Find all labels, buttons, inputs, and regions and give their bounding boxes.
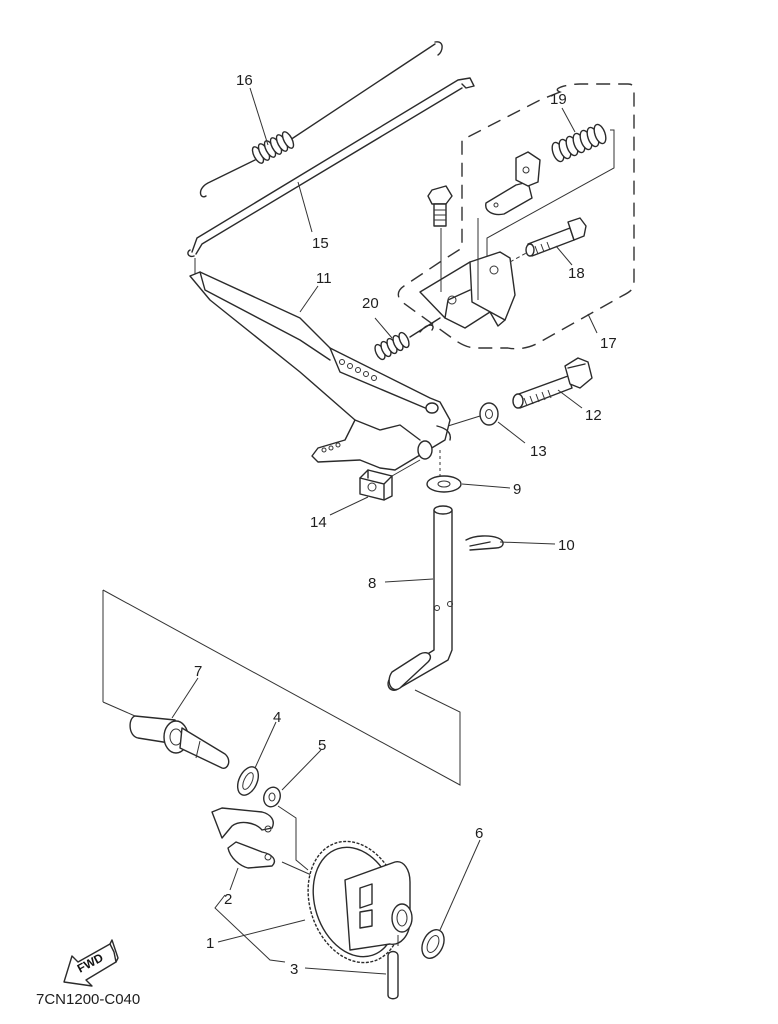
fwd-direction-marker: FWD [63,939,119,987]
part-4-washer [236,766,260,796]
part-19-spring [486,123,615,256]
leader-lines [171,87,598,975]
part-1-gear [307,840,413,964]
callout-4: 4 [273,709,281,726]
part-17-bracket-assembly [374,83,635,361]
part-6-washer [421,929,445,959]
nut-plate [477,151,541,300]
part-13-washer [447,402,499,427]
callout-16: 16 [236,72,253,89]
callout-8: 8 [368,575,376,592]
callout-7: 7 [194,663,202,680]
callout-3: 3 [290,961,298,978]
assembly-frame [102,589,461,786]
part-8-shaft [387,505,453,691]
callout-14: 14 [310,514,327,531]
part-10-clip [465,535,504,551]
part-9-washer [426,450,462,493]
drawing-code: 7CN1200-C040 [36,991,140,1008]
part-5-washer [263,786,309,871]
part-20-spring [374,317,441,361]
callout-19: 19 [550,91,567,108]
part-14-nut [359,459,421,501]
part-7-sleeve [129,715,230,769]
callout-labels: 16 15 11 20 19 18 17 12 13 9 10 8 14 7 4… [194,72,617,978]
part-15-rod [187,77,475,275]
part-11-lever [189,271,452,471]
callout-1: 1 [206,935,214,952]
part-12-bolt [512,357,593,409]
part-3-pin [387,950,399,1000]
callout-13: 13 [530,443,547,460]
callout-10: 10 [558,537,575,554]
part-18-screw [509,217,587,263]
callout-5: 5 [318,737,326,754]
part-16-spring [199,41,443,198]
callout-15: 15 [312,235,329,252]
callout-11: 11 [316,270,332,287]
callout-2: 2 [224,891,232,908]
part-2-weights [211,807,319,879]
bracket-bolt [427,185,453,292]
callout-6: 6 [475,825,483,842]
callout-9: 9 [513,481,521,498]
callout-20: 20 [362,295,379,312]
callout-17: 17 [600,335,617,352]
callout-12: 12 [585,407,602,424]
callout-18: 18 [568,265,585,282]
